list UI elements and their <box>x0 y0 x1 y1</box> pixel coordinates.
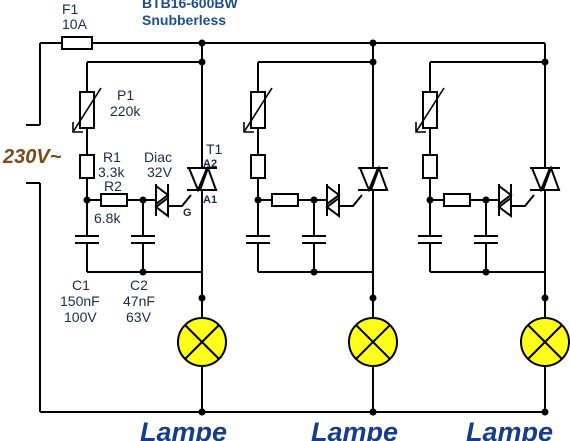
junction-dot <box>198 39 206 47</box>
t1-a1-label: A1 <box>203 194 217 206</box>
lamp-3-label: Lampe <box>466 417 553 441</box>
fuse-f1 <box>61 36 93 50</box>
junction-dot <box>369 39 377 47</box>
c2-value-label: 47nF <box>123 293 155 309</box>
c1-value-label: 150nF <box>60 293 100 309</box>
r2-value-label: 6.8k <box>94 210 121 226</box>
lamp-1-label: Lampe <box>140 417 227 441</box>
fuse-ref-label: F1 <box>62 1 79 17</box>
r1-ref-label: R1 <box>103 149 121 165</box>
c1-ref-label: C1 <box>72 277 90 293</box>
lamp-2-label: Lampe <box>311 417 398 441</box>
dimmer-stage-2 <box>243 57 398 417</box>
r1-value-label: 3.3k <box>98 164 125 180</box>
diac-ref-label: Diac <box>144 149 172 165</box>
triac-note-label: Snubberless <box>142 12 226 28</box>
p1-ref-label: P1 <box>117 87 134 103</box>
t1-gate-label: G <box>183 207 192 219</box>
t1-a2-label: A2 <box>203 158 217 170</box>
dimmer-stage-3 <box>415 57 570 417</box>
c2-voltage-label: 63V <box>126 309 152 325</box>
triac-type-label: BTB16-600BW <box>142 0 238 11</box>
supply-voltage-label: 230V~ <box>2 146 62 168</box>
fuse-value-label: 10A <box>62 16 88 32</box>
p1-value-label: 220k <box>110 103 141 119</box>
c2-ref-label: C2 <box>130 277 148 293</box>
diac-value-label: 32V <box>147 164 173 180</box>
t1-ref-label: T1 <box>206 141 223 157</box>
dimmer-stage-1 <box>72 57 227 417</box>
r2-ref-label: R2 <box>104 178 122 194</box>
c1-voltage-label: 100V <box>64 309 97 325</box>
